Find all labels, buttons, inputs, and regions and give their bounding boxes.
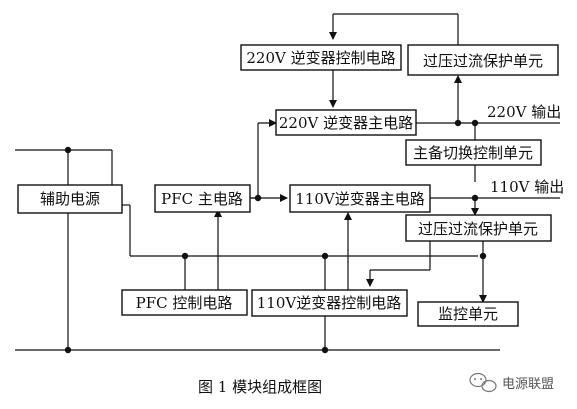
- svg-text:主备切换控制单元: 主备切换控制单元: [413, 144, 533, 162]
- svg-text:PFC 主电路: PFC 主电路: [161, 190, 243, 208]
- wechat-icon: [469, 372, 497, 393]
- block-monitor-unit: 监控单元: [417, 301, 519, 327]
- svg-text:辅助电源: 辅助电源: [40, 190, 100, 208]
- block-overvoltage-protection-mid: 过压过流保护单元: [405, 214, 552, 242]
- watermark: 电源联盟: [469, 372, 554, 393]
- block-overvoltage-protection-top: 过压过流保护单元: [407, 44, 559, 76]
- output-110v-label: 110V 输出: [490, 178, 564, 196]
- block-110v-inverter-control: 110V逆变器控制电路: [251, 289, 408, 317]
- block-pfc-main: PFC 主电路: [154, 184, 251, 213]
- block-main-standby-switch-control: 主备切换控制单元: [405, 139, 542, 166]
- svg-text:监控单元: 监控单元: [438, 305, 498, 323]
- block-pfc-control: PFC 控制电路: [121, 289, 248, 316]
- connection-lines: [15, 13, 560, 351]
- block-220v-inverter-control: 220V 逆变器控制电路: [240, 44, 402, 71]
- svg-text:220V 逆变器主电路: 220V 逆变器主电路: [279, 114, 413, 132]
- svg-text:110V逆变器控制电路: 110V逆变器控制电路: [257, 294, 401, 312]
- svg-text:220V 逆变器控制电路: 220V 逆变器控制电路: [246, 49, 395, 67]
- svg-text:110V逆变器主电路: 110V逆变器主电路: [295, 190, 424, 208]
- block-220v-inverter-main: 220V 逆变器主电路: [275, 109, 417, 136]
- watermark-text: 电源联盟: [502, 377, 554, 392]
- svg-text:PFC 控制电路: PFC 控制电路: [136, 294, 233, 312]
- block-110v-inverter-main: 110V逆变器主电路: [289, 184, 431, 213]
- junction-dots: [64, 119, 487, 354]
- output-220v-label: 220V 输出: [487, 103, 561, 121]
- block-auxiliary-power: 辅助电源: [17, 184, 123, 214]
- figure-caption: 图 1 模块组成框图: [198, 378, 322, 396]
- svg-text:过压过流保护单元: 过压过流保护单元: [418, 220, 538, 238]
- svg-text:过压过流保护单元: 过压过流保护单元: [423, 52, 543, 70]
